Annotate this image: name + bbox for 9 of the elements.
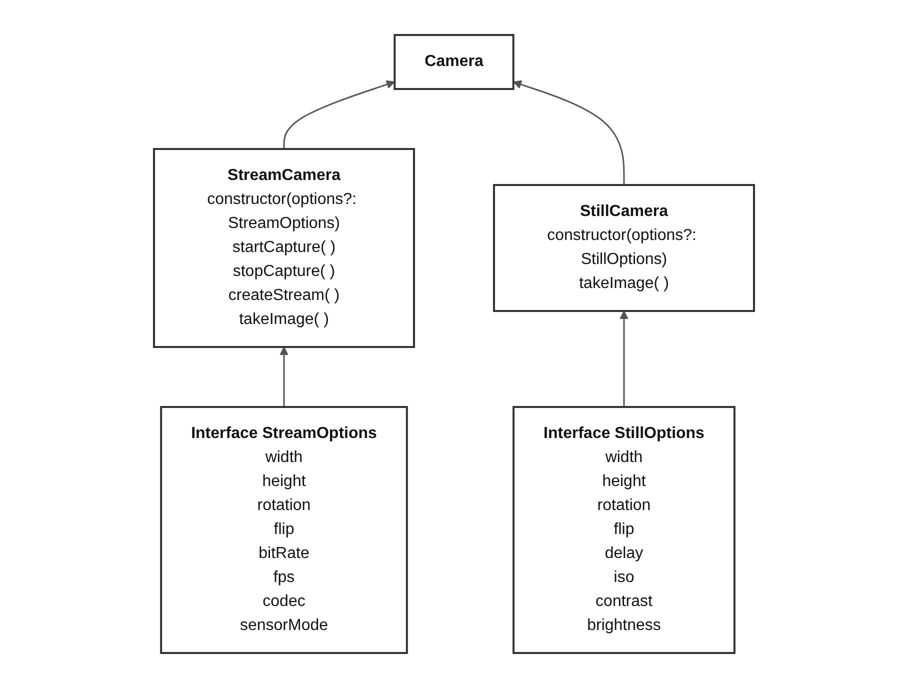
arrow [282, 80, 395, 148]
node-box: Camera [393, 34, 514, 90]
node-box: Interface StillOptions width height rotation flip delay iso contrast brightness [512, 406, 735, 654]
arrow [619, 310, 628, 406]
arrow [512, 80, 624, 184]
arrow [279, 346, 288, 406]
node-box: Interface StreamOptions width height rotation flip bitRate fps codec sensorMode [160, 406, 408, 654]
node-box: StreamCamera constructor(options?: StreamOptions) startCapture( ) stopCapture( ) createStream( ) takeImage( ) [152, 148, 414, 348]
node-box: StillCamera constructor(options?: StillOptions) takeImage( ) [492, 184, 754, 312]
